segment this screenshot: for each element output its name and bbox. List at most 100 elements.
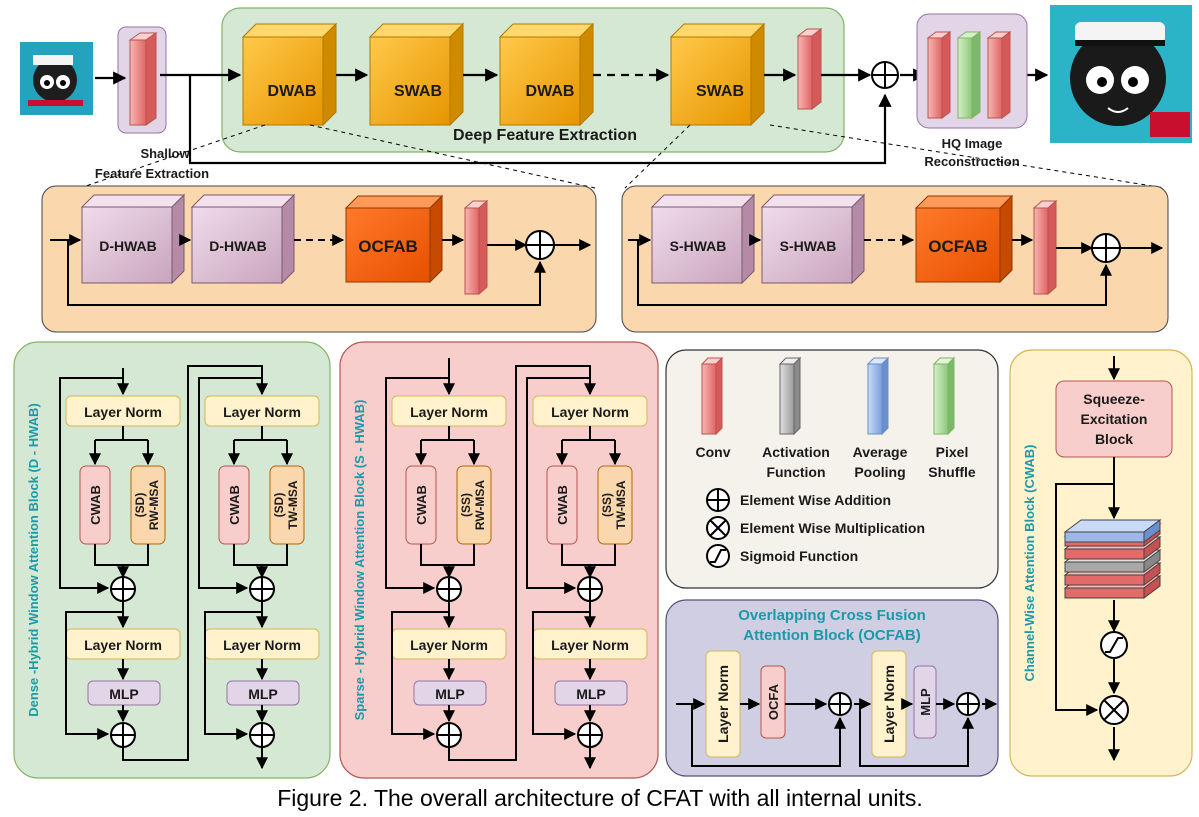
figure-caption: Figure 2. The overall architecture of CF… [277,785,923,811]
legend-multiply-label: Element Wise Multiplication [740,520,925,536]
dhwab-cube-label-1: D-HWAB [99,238,157,254]
legend-activation-icon [778,356,802,436]
cwab-sigmoid-icon [1100,631,1128,659]
legend-avgpool-label-2: Pooling [854,464,905,480]
dhwab-panel: Dense -Hybrid Window Attention Block (D … [13,341,331,779]
swab-detail-panel: S-HWAB S-HWAB OCFAB [621,185,1169,333]
dwab-add-icon [525,230,555,260]
legend-activation-label-1: Activation [762,444,830,460]
shwab-panel-title: Sparse - Hybrid Window Attention Block (… [352,400,367,721]
dhwab-b-msa-label-1: (SD) [272,493,286,518]
top-pipeline: Shallow Feature Extraction Deep Feature … [20,5,1192,189]
cwab-multiply-icon [1099,695,1129,725]
ocfab-mlp-label: MLP [918,688,933,716]
shallow-label-1: Shallow [140,146,190,161]
swab-block-2: SWAB [669,22,766,127]
legend-pixelshuffle-icon [932,356,956,436]
deep-conv [796,27,823,111]
dhwab-a-cwab-label: CWAB [88,485,103,525]
shwab-arrows [385,358,621,770]
legend-avgpool-label-1: Average [853,444,908,460]
legend-conv-icon [700,356,724,436]
se-label-1: Squeeze- [1083,391,1145,407]
shwab-a-msa-label-1: (SS) [459,493,473,517]
shwab-b-layernorm-2-label: Layer Norm [551,637,629,653]
shwab-cube-label-2: S-HWAB [780,238,837,254]
shwab-a-msa-label-2: RW-MSA [473,480,487,531]
se-label-3: Block [1095,431,1133,447]
dwab-detail-arrows [50,234,592,306]
dwab-label-1: DWAB [268,83,317,100]
shwab-a-mlp-label: MLP [435,686,465,702]
legend-multiply-icon [706,516,730,540]
shallow-conv [128,32,158,126]
shwab-b-mlp-label: MLP [576,686,606,702]
dhwab-a-mlp-label: MLP [109,686,139,702]
input-image [20,42,93,115]
swab-detail-arrows [628,234,1164,306]
swab-add-icon [1091,233,1121,263]
legend-avgpool-icon [866,356,890,436]
shwab-a-cwab-label: CWAB [414,485,429,525]
shwab-a-layernorm-2-label: Layer Norm [410,637,488,653]
hq-conv-1 [926,31,952,119]
ocfab-title-1: Overlapping Cross Fusion [738,607,926,624]
dhwab-cube-label-2: D-HWAB [209,238,267,254]
dhwab-a-msa-label-1: (SD) [133,493,147,518]
shallow-label-2: Feature Extraction [95,166,209,181]
ocfab-cube-dwab: OCFAB [344,194,444,284]
dwab-detail-panel: D-HWAB D-HWAB OCFAB [41,185,597,333]
deep-feature-label: Deep Feature Extraction [453,127,637,144]
swab-block-1: SWAB [368,22,465,127]
dhwab-cube-2: D-HWAB [190,193,296,285]
legend-activation-label-2: Function [766,464,825,480]
dhwab-a-layernorm-2-label: Layer Norm [84,637,162,653]
cwab-arrows [1055,356,1120,762]
swab-label-2: SWAB [696,83,744,100]
dhwab-a-layernorm-1-label: Layer Norm [84,404,162,420]
dhwab-panel-title: Dense -Hybrid Window Attention Block (D … [26,403,41,717]
ocfab-cube-swab: OCFAB [914,194,1014,284]
legend-pixelshuffle-label-1: Pixel [936,444,969,460]
ocfab-title-2: Attention Block (OCFAB) [743,627,921,644]
ocfab-arrows [676,698,998,767]
top-add-icon [871,61,899,89]
shwab-panel: Sparse - Hybrid Window Attention Block (… [339,341,659,779]
cwab-panel-title: Channel-Wise Attention Block (CWAB) [1022,444,1037,681]
dhwab-b-mlp-label: MLP [248,686,278,702]
hq-label-1: HQ Image [942,136,1003,151]
shwab-cube-1: S-HWAB [650,193,756,285]
cwab-layer-stack [1063,519,1162,599]
zoom-lines [79,124,1166,189]
dhwab-a-msa-label-2: RW-MSA [147,480,161,531]
swab-conv [1032,199,1058,296]
legend-add-icon [706,488,730,512]
dwab-block-1: DWAB [241,22,338,127]
dhwab-cube-1: D-HWAB [80,193,186,285]
hq-pixel-shuffle [956,31,982,119]
legend-sigmoid-label: Sigmoid Function [740,548,858,564]
ocfa-box [760,665,786,739]
shwab-b-msa-label-2: TW-MSA [614,480,628,529]
dwab-block-2: DWAB [498,22,595,127]
shwab-cube-label-1: S-HWAB [670,238,727,254]
shwab-b-layernorm-1-label: Layer Norm [551,404,629,420]
dhwab-b-layernorm-1-label: Layer Norm [223,404,301,420]
shwab-a-layernorm-1-label: Layer Norm [410,404,488,420]
ocfab-layernorm-1-label: Layer Norm [715,665,731,743]
dwab-label-2: DWAB [526,83,575,100]
output-image [1050,5,1192,143]
hq-conv-2 [986,31,1012,119]
legend-sigmoid-icon [706,544,730,568]
top-arrows [95,68,1049,165]
shwab-b-cwab-label: CWAB [555,485,570,525]
swab-label-1: SWAB [394,83,442,100]
se-label-2: Excitation [1081,411,1148,427]
dhwab-b-msa-label-2: TW-MSA [286,480,300,529]
shwab-b-msa-label-1: (SS) [600,493,614,517]
shwab-cube-2: S-HWAB [760,193,866,285]
hq-label-2: Reconstruction [924,154,1019,169]
ocfab-panel: Overlapping Cross Fusion Attention Block… [665,599,999,777]
legend-conv-label: Conv [696,444,731,460]
